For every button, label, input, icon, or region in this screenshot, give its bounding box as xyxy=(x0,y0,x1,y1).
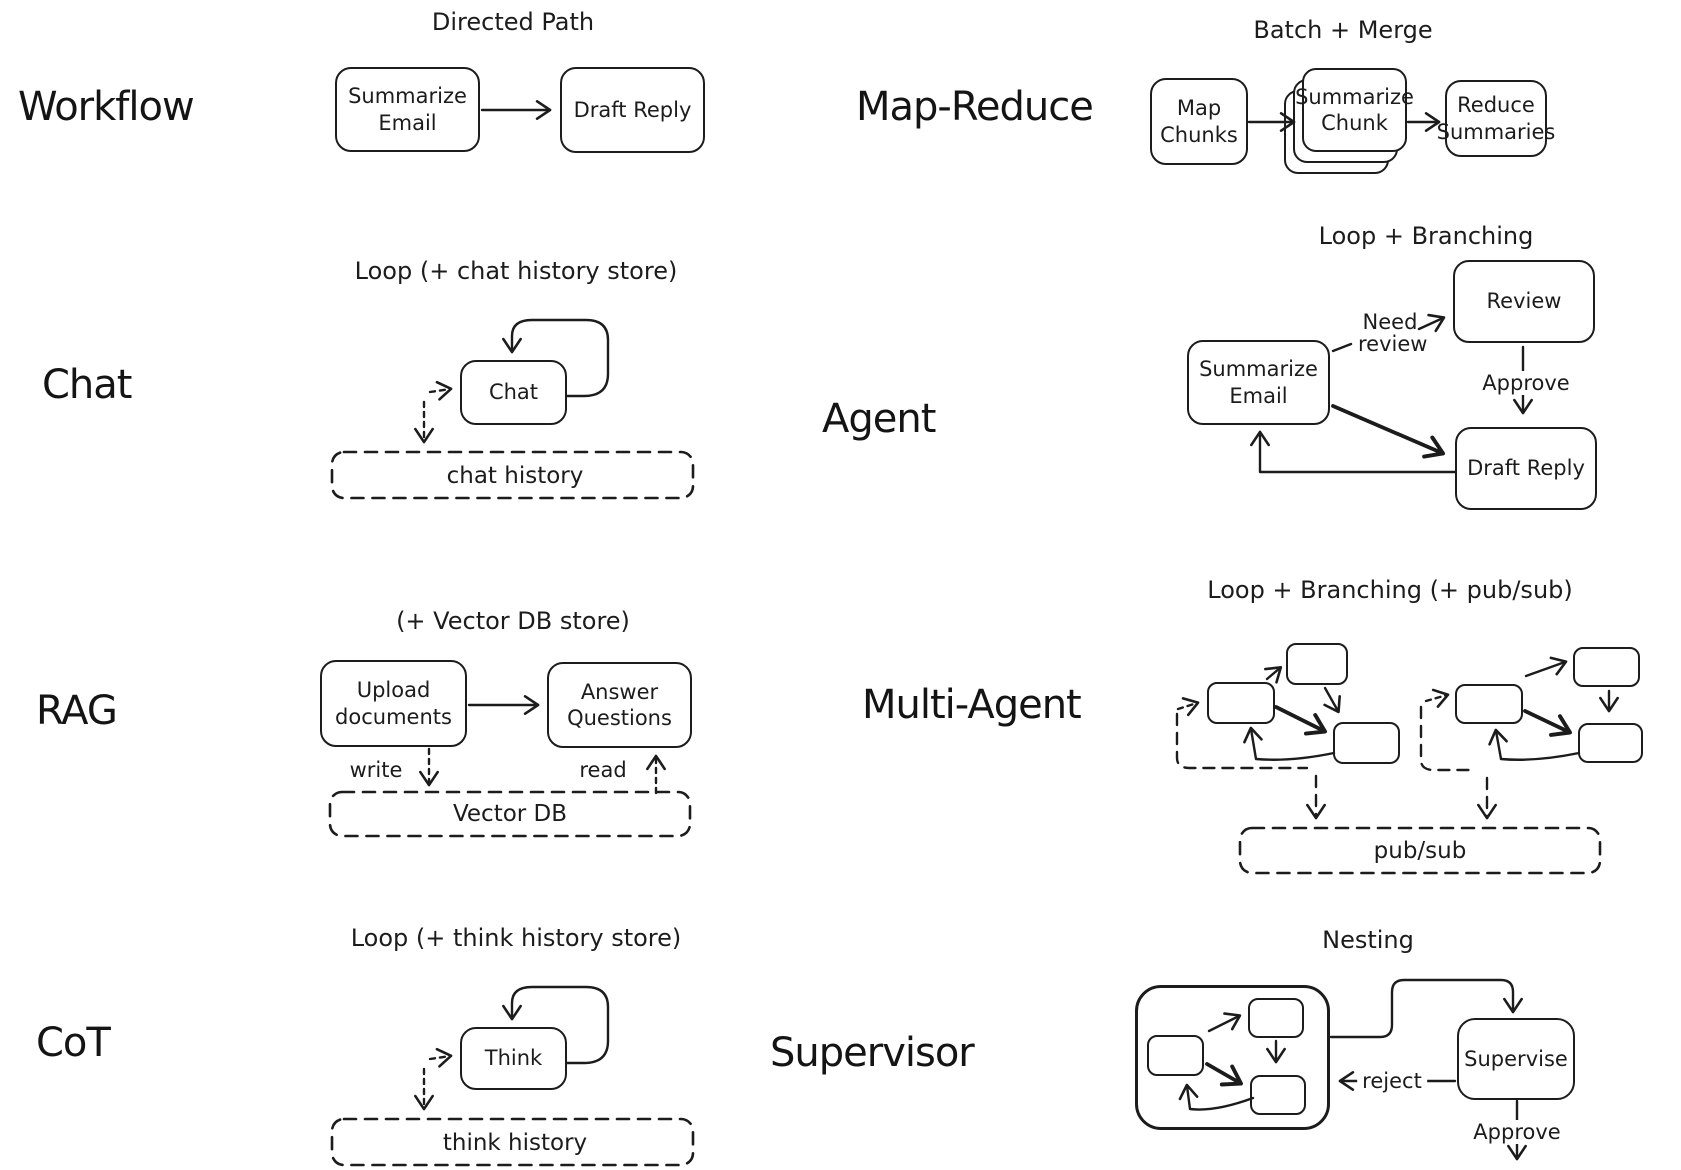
multiagent-left-cluster-top-box xyxy=(1286,643,1348,685)
label-map-reduce: Map-Reduce xyxy=(856,84,1094,130)
label-supervisor: Supervisor xyxy=(770,1030,975,1076)
rag-upload-documents-box: Upload documents xyxy=(320,660,467,747)
ma-left-lefttop-arrow xyxy=(1264,666,1283,684)
ma-left-loopback-arrow xyxy=(1243,726,1336,761)
agent-draft-reply-box: Draft Reply xyxy=(1455,427,1597,510)
rag-answer-questions-box: Answer Questions xyxy=(547,662,692,748)
supervisor-inner-left-box xyxy=(1147,1035,1204,1076)
label-agent: Agent xyxy=(822,396,936,442)
title-chat: Loop (+ chat history store) xyxy=(354,257,678,285)
agent-draft-to-summarize-loop-arrow xyxy=(1250,430,1457,474)
title-supervisor: Nesting xyxy=(1322,926,1414,954)
title-agent: Loop + Branching xyxy=(1318,222,1534,250)
agent-summarize-to-draft-arrow xyxy=(1331,404,1446,459)
ma-right-entry-arrow xyxy=(1424,688,1450,708)
ma-right-loopback-arrow xyxy=(1488,728,1581,761)
workflow-draft-reply-box: Draft Reply xyxy=(560,67,705,153)
label-chat: Chat xyxy=(42,362,132,408)
ma-left-entry-arrow xyxy=(1176,697,1200,717)
agent-review-box: Review xyxy=(1453,260,1595,343)
multiagent-right-cluster-bottom-box xyxy=(1578,723,1643,763)
title-cot: Loop (+ think history store) xyxy=(350,924,682,952)
supervisor-approve-edge-label: Approve xyxy=(1468,1120,1566,1144)
cot-think-box: Think xyxy=(460,1027,567,1090)
supervisor-reject-edge-label: reject xyxy=(1357,1069,1427,1093)
chat-store-read-arrow xyxy=(428,380,453,401)
workflow-summarize-email-box: Summarize Email xyxy=(335,67,480,152)
label-cot: CoT xyxy=(36,1020,111,1066)
ma-right-lefttop-arrow xyxy=(1524,656,1568,678)
label-rag: RAG xyxy=(36,688,118,734)
agent-need-review-arrow xyxy=(1417,313,1446,333)
multiagent-right-cluster-left-box xyxy=(1455,684,1523,724)
supervisor-inner-top-box xyxy=(1248,998,1304,1038)
agent-need-review-edge-label: Need review xyxy=(1358,310,1428,357)
rag-read-edge-label: read xyxy=(579,758,627,782)
mapreduce-map-chunks-box: Map Chunks xyxy=(1150,78,1248,165)
pubsub-store-label: pub/sub xyxy=(1373,838,1467,864)
cot-store-read-arrow xyxy=(428,1047,453,1068)
title-multi-agent: Loop + Branching (+ pub/sub) xyxy=(1207,576,1573,604)
title-rag: (+ Vector DB store) xyxy=(396,607,630,635)
ma-left-leftbottom-arrow xyxy=(1274,705,1327,736)
rag-write-edge-label: write xyxy=(349,758,403,782)
supervisor-inner-bottom-box xyxy=(1250,1075,1306,1115)
chat-box: Chat xyxy=(460,360,567,425)
label-workflow: Workflow xyxy=(18,84,195,130)
supervisor-supervise-box: Supervise xyxy=(1457,1018,1575,1100)
multiagent-left-cluster-bottom-box xyxy=(1333,722,1400,764)
agent-need-review-tick xyxy=(1331,342,1353,353)
agent-summarize-email-box: Summarize Email xyxy=(1187,340,1330,425)
chat-history-store-label: chat history xyxy=(446,463,584,489)
vector-db-store-label: Vector DB xyxy=(452,801,568,827)
multiagent-right-cluster-top-box xyxy=(1573,647,1640,687)
agent-approve-edge-label: Approve xyxy=(1477,371,1575,395)
think-history-store-label: think history xyxy=(442,1130,588,1156)
label-multi-agent: Multi-Agent xyxy=(862,682,1082,728)
title-map-reduce: Batch + Merge xyxy=(1253,16,1433,44)
multiagent-left-cluster-left-box xyxy=(1207,682,1275,724)
mapreduce-summarize-chunk-box: Summarize Chunk xyxy=(1295,68,1414,152)
ma-left-topbottom-arrow xyxy=(1323,686,1341,714)
mapreduce-reduce-summaries-box: Reduce Summaries xyxy=(1437,80,1555,157)
ma-right-leftbottom-arrow xyxy=(1523,709,1573,737)
title-workflow: Directed Path xyxy=(431,8,595,36)
